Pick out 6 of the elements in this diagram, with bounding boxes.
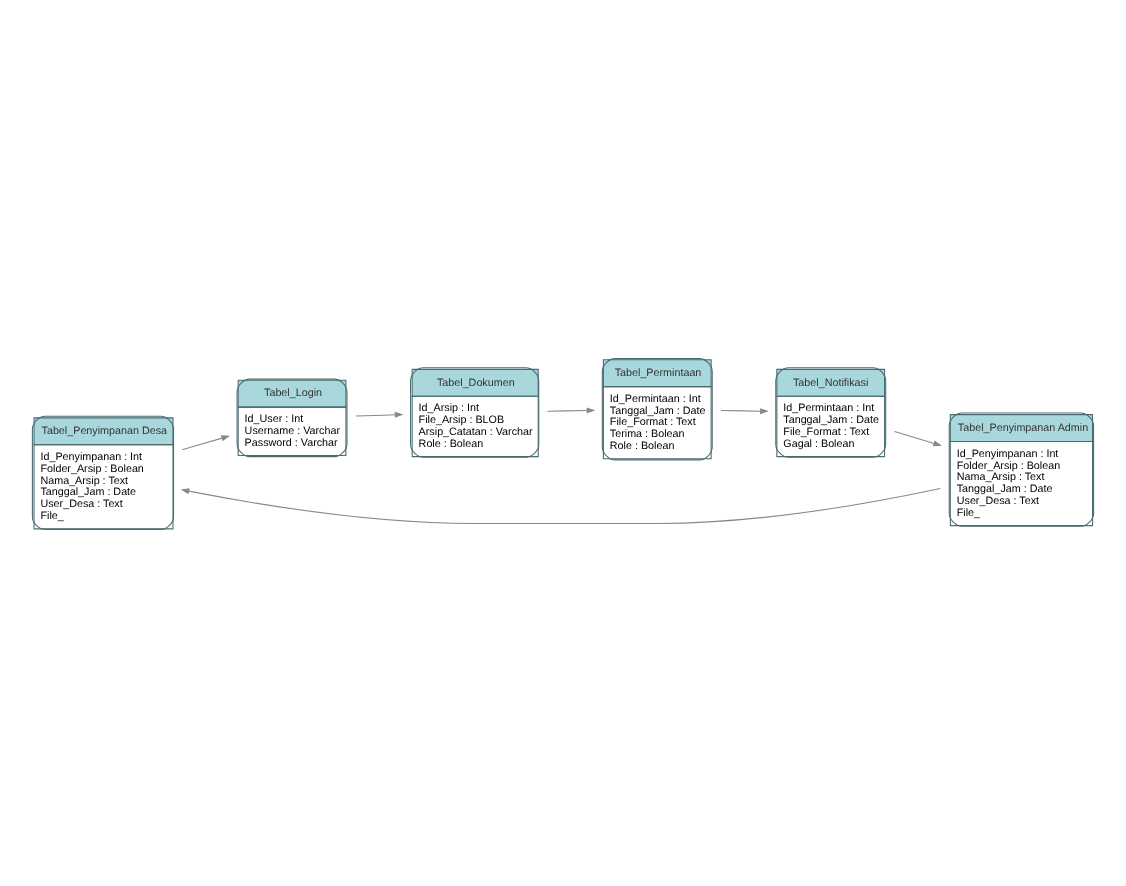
arrow — [181, 434, 230, 450]
arrow — [355, 410, 404, 417]
arrow — [180, 486, 941, 523]
arrow — [894, 429, 942, 446]
arrow — [547, 406, 596, 413]
arrow — [720, 407, 769, 414]
